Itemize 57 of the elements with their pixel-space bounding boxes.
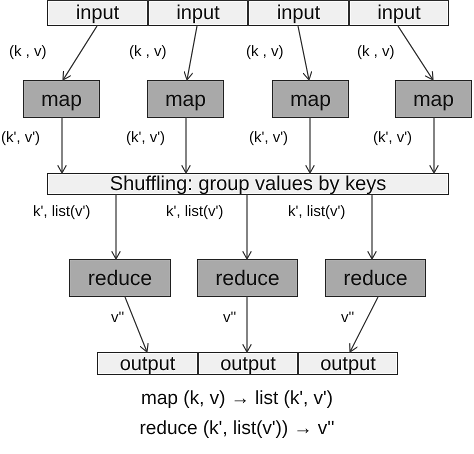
box-label: input — [176, 3, 220, 23]
arrow — [349, 296, 379, 353]
data-box — [148, 0, 248, 26]
edge-label: (k , v) — [245, 44, 284, 60]
arrow — [242, 297, 252, 353]
process-box — [23, 80, 100, 118]
box-label: reduce — [343, 268, 408, 288]
box-label: map — [165, 88, 206, 110]
data-box — [298, 352, 398, 375]
box-label: reduce — [215, 268, 280, 288]
arrow — [180, 118, 192, 174]
box-label: Shuffling: group values by keys — [110, 174, 386, 194]
arrow — [124, 296, 149, 353]
edge-label: k', list(v') — [32, 204, 92, 220]
edge-label: (k , v) — [128, 44, 168, 60]
process-box — [395, 80, 472, 118]
arrow — [398, 26, 434, 81]
data-box — [198, 352, 298, 375]
box-label: input — [377, 3, 421, 23]
data-box — [97, 352, 198, 375]
edge-label: k', list(v') — [287, 204, 346, 220]
box-label: map — [41, 88, 82, 110]
box-label: output — [220, 354, 276, 374]
arrow — [242, 195, 252, 260]
data-box — [248, 0, 349, 26]
edge-label: (k', v') — [125, 130, 166, 146]
formula-text: map (k, v) → list (k', v') — [140, 388, 334, 410]
process-box — [197, 259, 298, 297]
edge-label: k', list(v') — [165, 204, 224, 220]
box-label: reduce — [88, 268, 152, 288]
process-box — [147, 80, 224, 118]
arrow — [297, 26, 312, 81]
arrow — [62, 26, 98, 81]
data-box — [47, 173, 449, 195]
box-label: output — [120, 354, 176, 374]
box-label: input — [76, 3, 120, 23]
box-label: input — [276, 3, 320, 23]
arrow — [110, 195, 122, 260]
arrow — [183, 26, 198, 81]
data-box — [47, 0, 148, 26]
arrow — [304, 118, 316, 174]
arrow — [366, 195, 378, 260]
edge-label: (k , v) — [356, 44, 396, 60]
box-label: output — [320, 354, 376, 374]
process-box — [69, 259, 171, 297]
arrow — [56, 118, 68, 174]
edge-label: (k', v') — [372, 130, 414, 146]
process-box — [272, 80, 349, 118]
arrow — [428, 118, 440, 174]
edge-label: (k', v') — [248, 130, 290, 146]
data-box — [349, 0, 449, 26]
box-label: map — [290, 88, 331, 110]
process-box — [325, 259, 426, 297]
edge-label: (k , v) — [8, 44, 48, 60]
formula-text: reduce (k', list(v')) → v'' — [138, 418, 336, 440]
edge-label: (k', v') — [0, 130, 42, 146]
box-label: map — [413, 88, 454, 110]
